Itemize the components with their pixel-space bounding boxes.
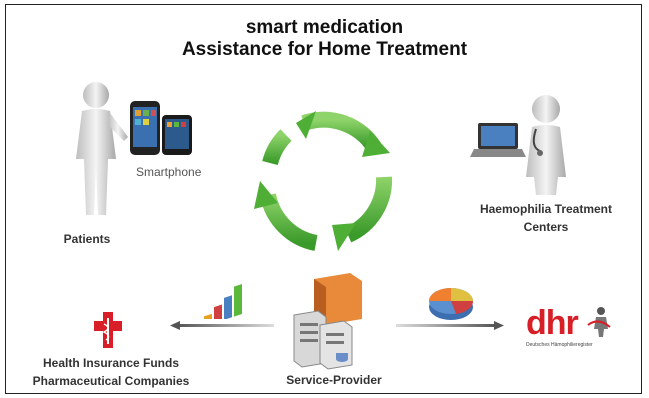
pie-chart-icon xyxy=(429,288,474,320)
patients-label: Patients xyxy=(63,232,111,246)
dhr-logo-subtitle: Deutsches Hämophilieregister xyxy=(526,342,593,348)
centers-label-line-1: Haemophilia Treatment xyxy=(479,202,613,216)
title-line-1: smart medication xyxy=(245,17,404,38)
patient-figure-icon xyxy=(76,82,128,215)
left-arrow-icon xyxy=(170,321,274,330)
dhr-figure-icon xyxy=(587,307,611,337)
dhr-logo: dhr Deutsches Hämophilieregister xyxy=(526,305,622,357)
bar-chart-icon xyxy=(204,284,242,319)
insurance-label-line-1: Health Insurance Funds xyxy=(42,356,180,370)
medical-cross-icon xyxy=(94,312,122,348)
server-icon xyxy=(293,273,362,370)
insurance-label-line-2: Pharmaceutical Companies xyxy=(32,374,190,388)
doctor-figure-icon xyxy=(470,95,566,195)
diagram-frame: smart medication Assistance for Home Tre… xyxy=(5,4,642,394)
dhr-logo-text: dhr xyxy=(526,304,579,342)
smartphone-icon xyxy=(130,101,192,155)
smartphone-label: Smartphone xyxy=(136,165,202,179)
title-line-2: Assistance for Home Treatment xyxy=(181,39,468,60)
centers-label-line-2: Centers xyxy=(523,220,569,234)
right-arrow-icon xyxy=(396,321,504,330)
cycle-arrows-icon xyxy=(254,111,393,251)
service-provider-label: Service-Provider xyxy=(286,373,382,387)
